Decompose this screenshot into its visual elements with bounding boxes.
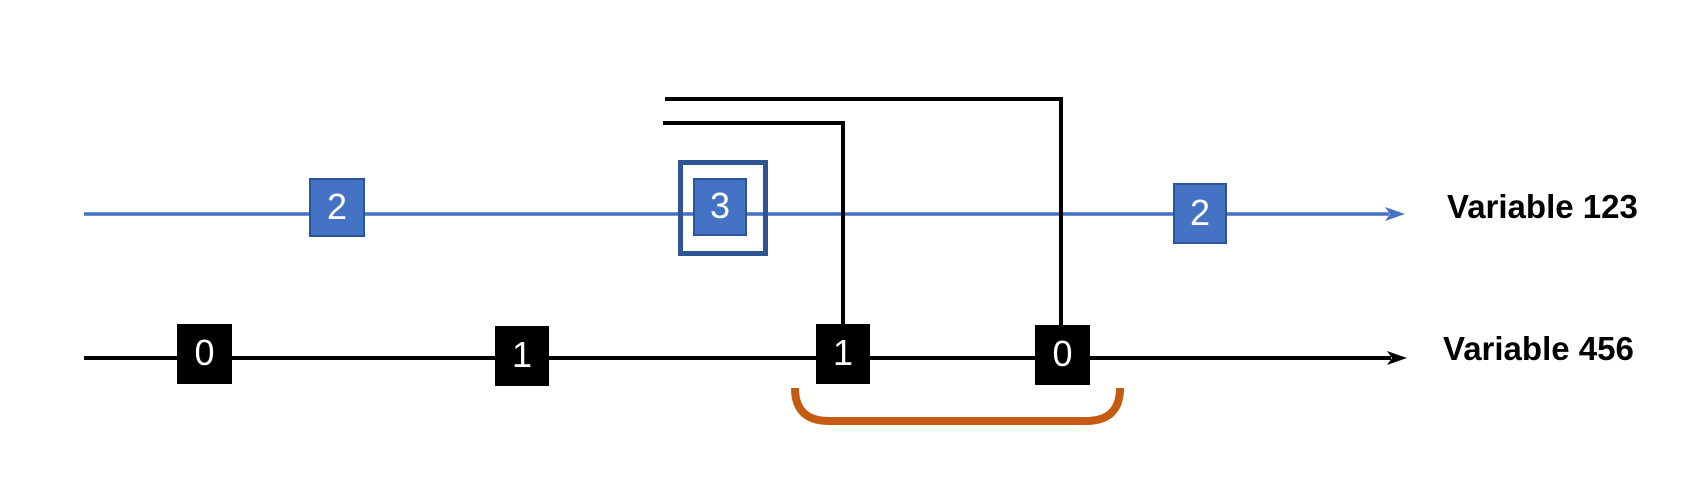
- variable123-marker-2: 3: [693, 178, 747, 236]
- variable456-marker-1: 0: [177, 324, 232, 384]
- variable123-marker-1: 2: [309, 178, 365, 237]
- variable123-marker-3: 2: [1173, 183, 1227, 244]
- connector-line-to-0: [665, 97, 1063, 332]
- connector-line-to-1: [663, 121, 845, 332]
- group-bracket: [791, 387, 1124, 425]
- variable123-arrowhead-icon: [1385, 207, 1405, 221]
- variable456-axis-label: Variable 456: [1443, 330, 1634, 367]
- variable456-marker-4: 0: [1035, 325, 1090, 385]
- variable123-axis-label: Variable 123: [1447, 188, 1638, 225]
- variable456-arrowhead-icon: [1387, 351, 1407, 365]
- variable456-marker-3: 1: [816, 324, 870, 384]
- variable123-marker-2-highlight-frame: 3: [678, 160, 768, 256]
- variable456-marker-2: 1: [495, 326, 549, 386]
